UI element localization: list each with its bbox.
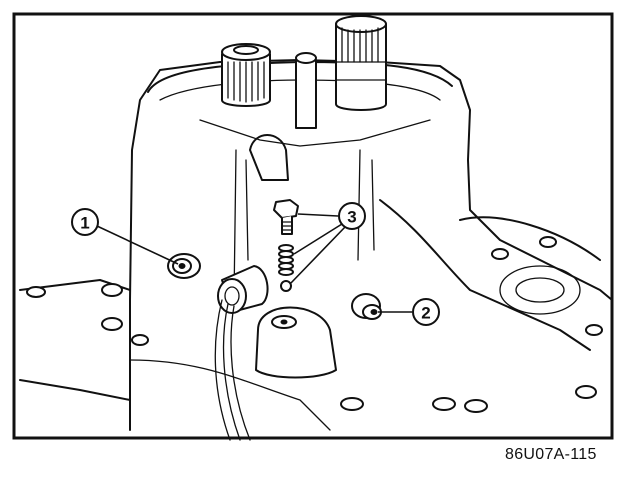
callout-3-number: 3 — [347, 208, 356, 227]
figure-frame — [12, 12, 614, 440]
transmission-case-drawing — [19, 15, 613, 431]
speed-sensor-drawing — [214, 265, 269, 441]
plug-1-drawing — [167, 253, 201, 279]
figure-code: 86U07A-115 — [505, 446, 597, 463]
callout-2-number: 2 — [421, 304, 430, 323]
callout-1-number: 1 — [80, 214, 89, 233]
plug-2-drawing — [351, 293, 382, 320]
callout-1: 1 — [71, 208, 179, 265]
callout-3: 3 — [289, 202, 366, 285]
bolt-spring-ball-drawing — [273, 199, 299, 292]
callout-2: 2 — [378, 298, 440, 326]
